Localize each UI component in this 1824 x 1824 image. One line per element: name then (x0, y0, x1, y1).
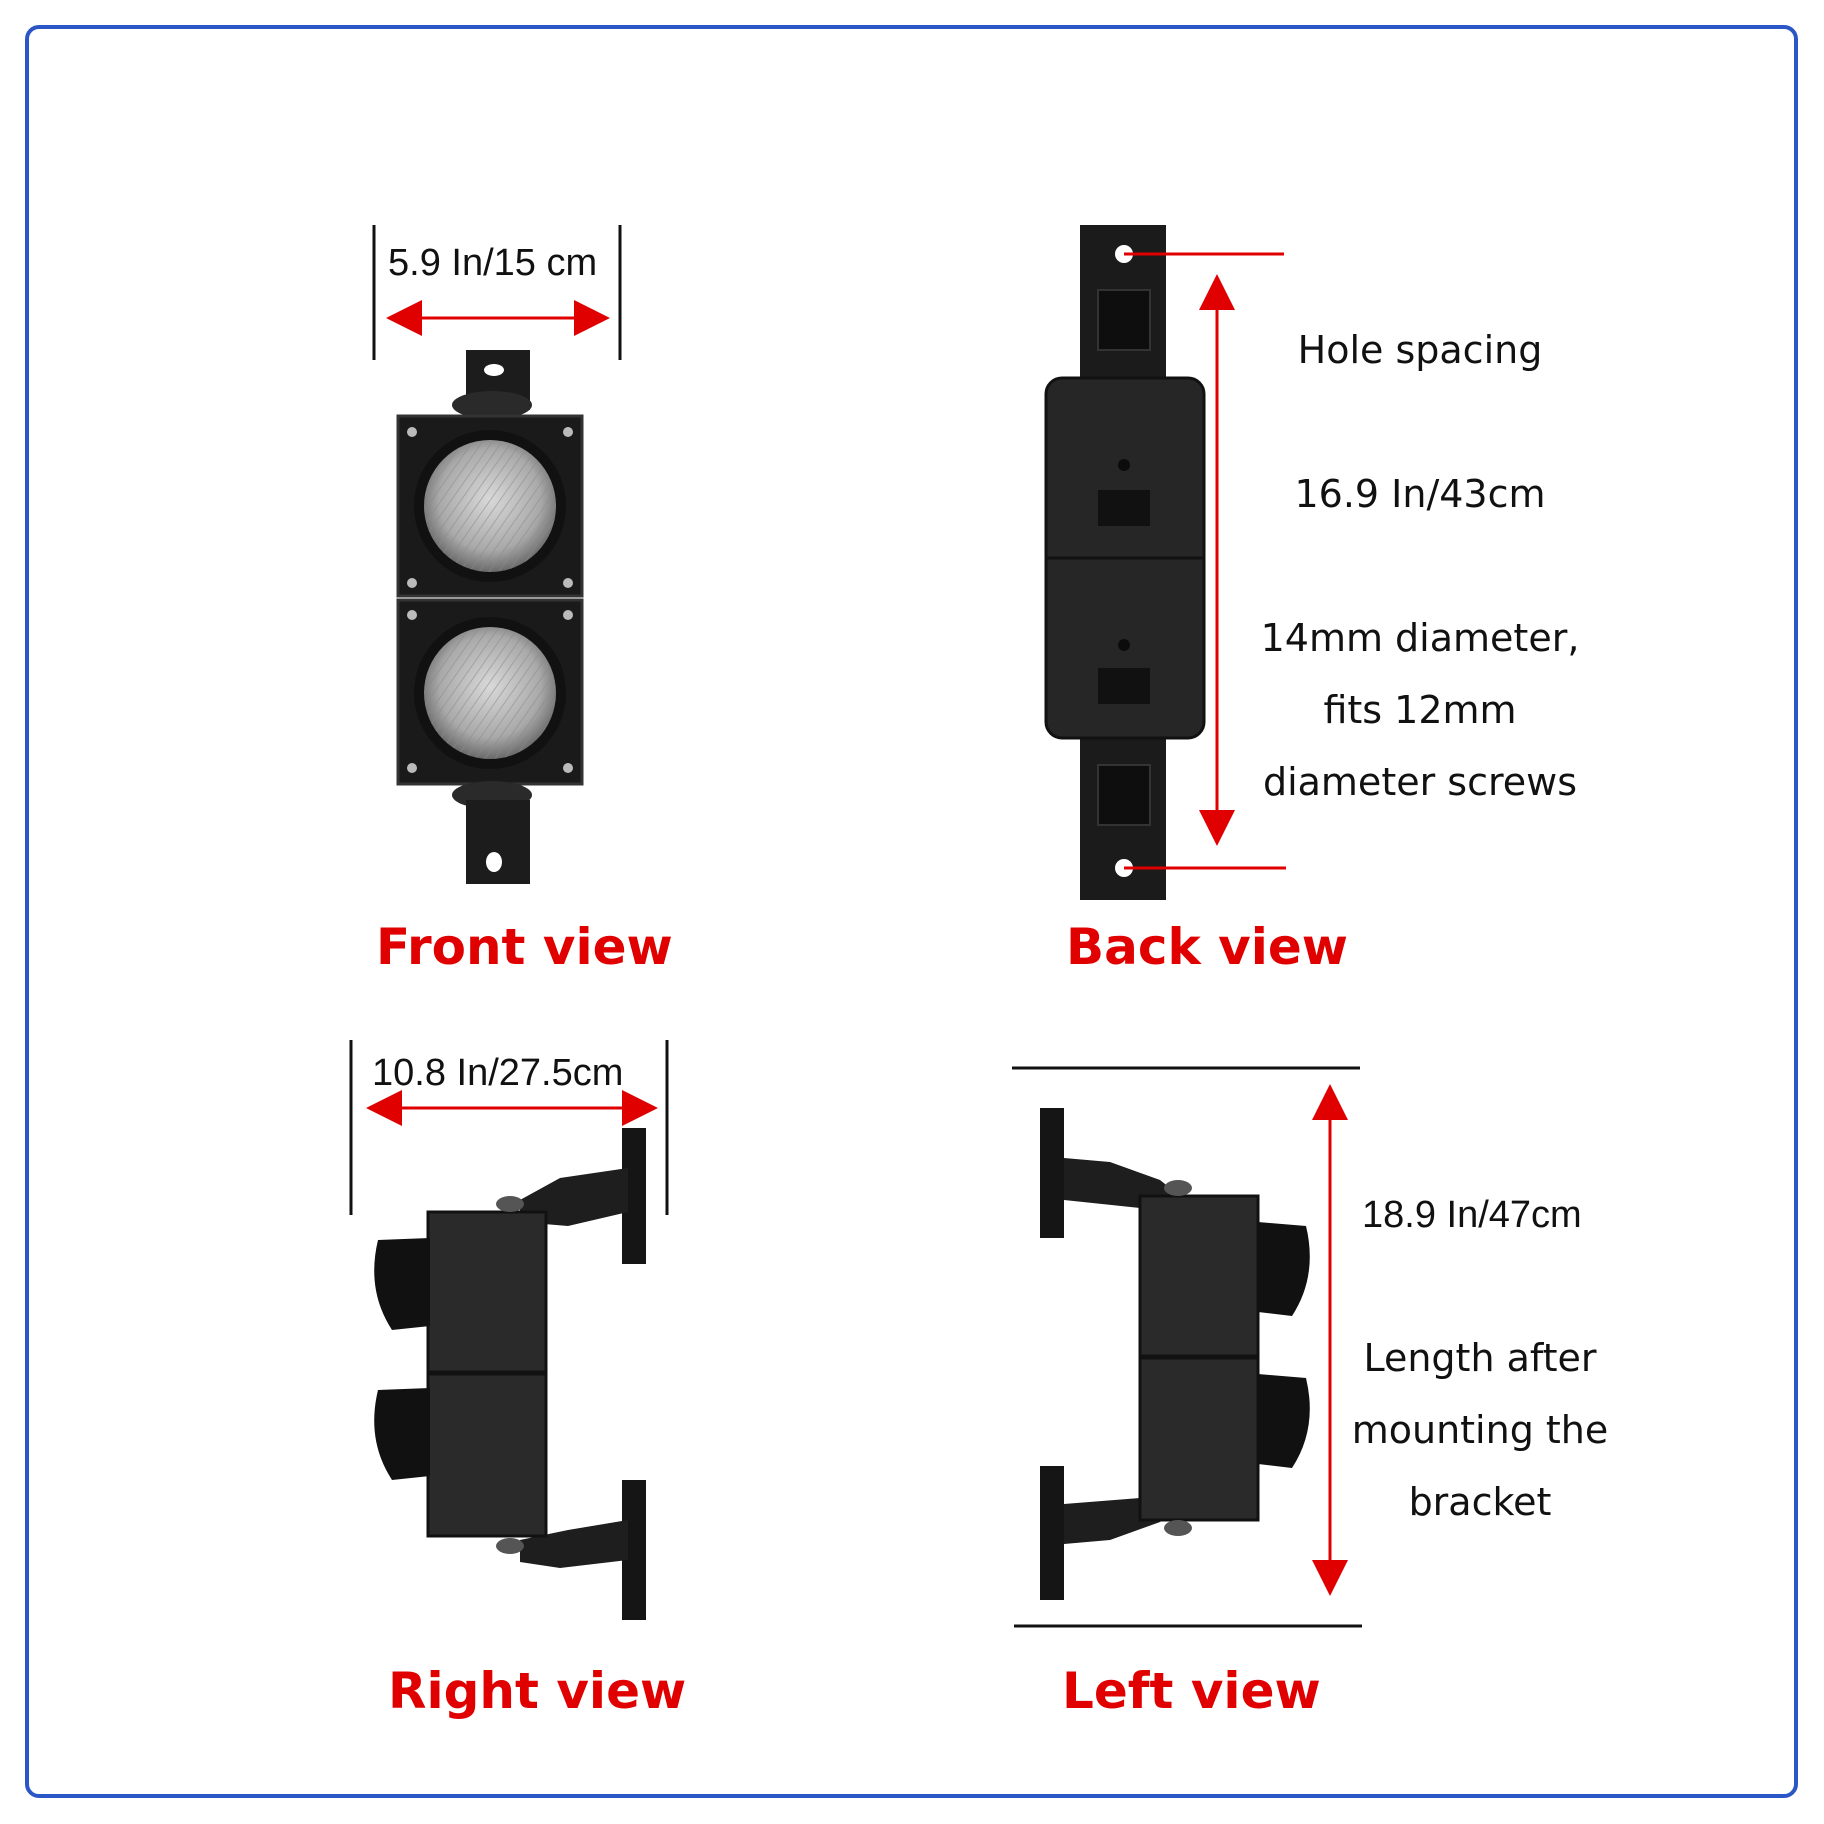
left-view-device (1012, 1066, 1362, 1628)
length-note-line-1: Length after (1363, 1336, 1597, 1380)
front-view-device (372, 225, 622, 884)
hole-spacing-label: Hole spacing (1297, 328, 1543, 372)
right-view-title: Right view (388, 1662, 687, 1720)
front-width-label: 5.9 In/15 cm (388, 242, 598, 284)
hole-note-line-2: fits 12mm (1323, 688, 1517, 732)
hole-note-line-1: 14mm diameter, (1260, 616, 1580, 660)
length-note-line-2: mounting the (1351, 1408, 1609, 1452)
back-view-title: Back view (1066, 918, 1348, 976)
left-view-title: Left view (1062, 1662, 1321, 1720)
back-view-device (1044, 225, 1286, 900)
left-length-label: 18.9 In/47cm (1362, 1194, 1582, 1236)
front-view-title: Front view (376, 918, 673, 976)
hole-note-line-3: diameter screws (1262, 760, 1578, 804)
image-frame (25, 25, 1798, 1798)
right-view-device (349, 1040, 669, 1620)
right-depth-label: 10.8 In/27.5cm (372, 1052, 624, 1094)
length-note-line-3: bracket (1408, 1480, 1552, 1524)
hole-spacing-value: 16.9 In/43cm (1294, 472, 1546, 516)
